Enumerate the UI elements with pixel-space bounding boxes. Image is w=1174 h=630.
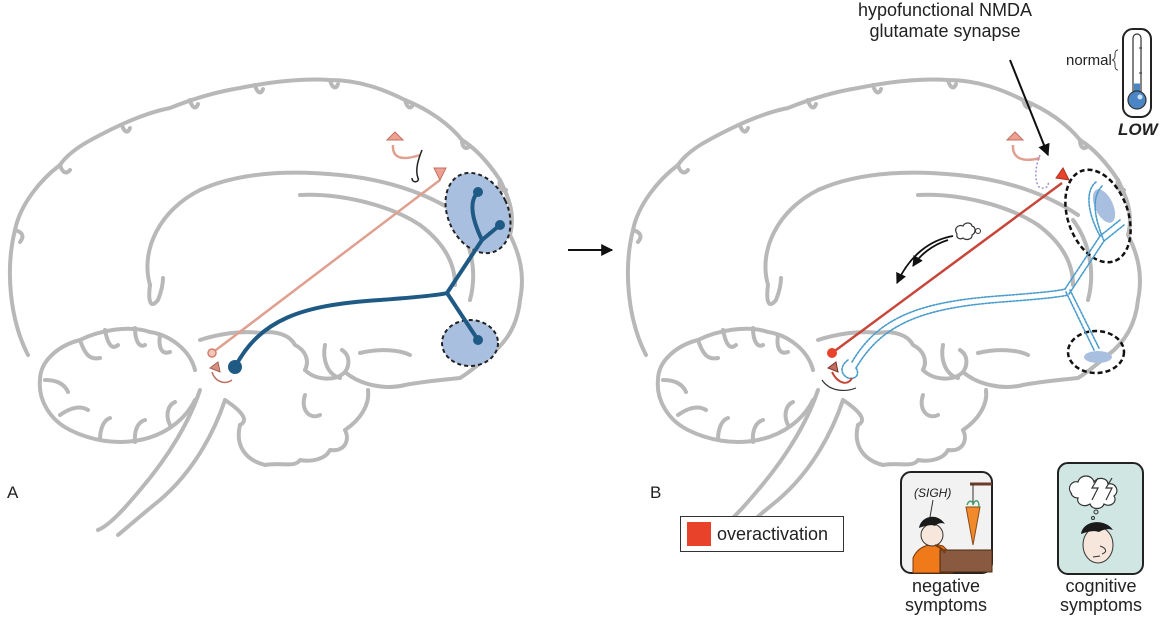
legend-swatch-overactivation — [687, 522, 711, 546]
hypofunctional-synapse-icon — [1035, 154, 1050, 189]
pyramidal-neuron-icon — [1055, 167, 1070, 181]
dopamine-terminal-icon — [495, 220, 505, 230]
legend: overactivation — [680, 516, 844, 552]
prefrontal-region-a — [444, 171, 512, 255]
interneuron-icon — [826, 361, 839, 373]
thermometer-icon — [1111, 28, 1152, 118]
glutamate-terminal-b — [827, 348, 837, 358]
ventromedial-region-a — [441, 319, 499, 367]
face-icon — [920, 523, 944, 547]
interneuron-icon — [208, 361, 221, 373]
thermometer-normal-label: normal — [1066, 52, 1112, 69]
dopamine-pathway-a — [233, 190, 502, 369]
ventromedial-hypoactive-fill — [1084, 351, 1112, 363]
face-icon — [1082, 526, 1114, 564]
negative-symptoms-illustration — [900, 471, 993, 574]
thought-cloud-icon — [1068, 475, 1118, 510]
pyramidal-neuron-icon — [385, 131, 405, 141]
ventromedial-region-b — [1066, 329, 1126, 375]
cognitive-symptoms-caption: cognitive symptoms — [1051, 577, 1151, 615]
thermometer-level-label: LOW — [1118, 120, 1158, 139]
lightning-icon — [1090, 477, 1099, 501]
interneuron-icon — [411, 149, 423, 183]
annotation-pointer — [1009, 59, 1050, 157]
cognitive-symptoms-illustration — [1057, 462, 1144, 575]
pyramidal-neuron-icon — [1005, 131, 1025, 141]
glutamate-pathway-overactive-b — [821, 131, 1070, 391]
pyramidal-neuron-icon — [433, 167, 447, 182]
annotation-line-1: hypofunctional NMDA — [857, 0, 1033, 20]
dopamine-terminal-icon — [473, 335, 483, 345]
negative-caption-line-2: symptoms — [904, 595, 987, 615]
carrot-icon — [965, 506, 981, 546]
cognitive-caption-line-2: symptoms — [1059, 595, 1142, 615]
dopamine-pathway-hypoactive-b — [841, 181, 1125, 380]
brain-outline-b — [625, 77, 1142, 537]
breath-arrows-icon — [896, 222, 981, 284]
negative-caption-line-1: negative — [911, 576, 981, 596]
sigh-speech-text: (SIGH) — [914, 486, 952, 500]
legend-label: overactivation — [717, 524, 829, 544]
brain-outline-a — [7, 77, 524, 537]
prefrontal-region-b — [1064, 168, 1132, 264]
dopamine-neuron-icon — [228, 360, 242, 374]
dopamine-terminal-icon — [473, 187, 483, 197]
annotation-line-2: glutamate synapse — [869, 21, 1021, 41]
panel-label-b: B — [650, 483, 662, 502]
annotation-label: hypofunctional NMDA glutamate synapse — [850, 0, 1040, 42]
panel-label-a: A — [7, 483, 19, 502]
lightning-icon — [1104, 477, 1113, 501]
negative-symptoms-caption: negative symptoms — [896, 577, 996, 615]
glutamate-terminal-a — [207, 348, 217, 358]
glutamate-pathway-a — [207, 131, 447, 384]
cognitive-caption-line-1: cognitive — [1065, 576, 1137, 596]
prefrontal-hypoactive-fill — [1092, 189, 1116, 223]
